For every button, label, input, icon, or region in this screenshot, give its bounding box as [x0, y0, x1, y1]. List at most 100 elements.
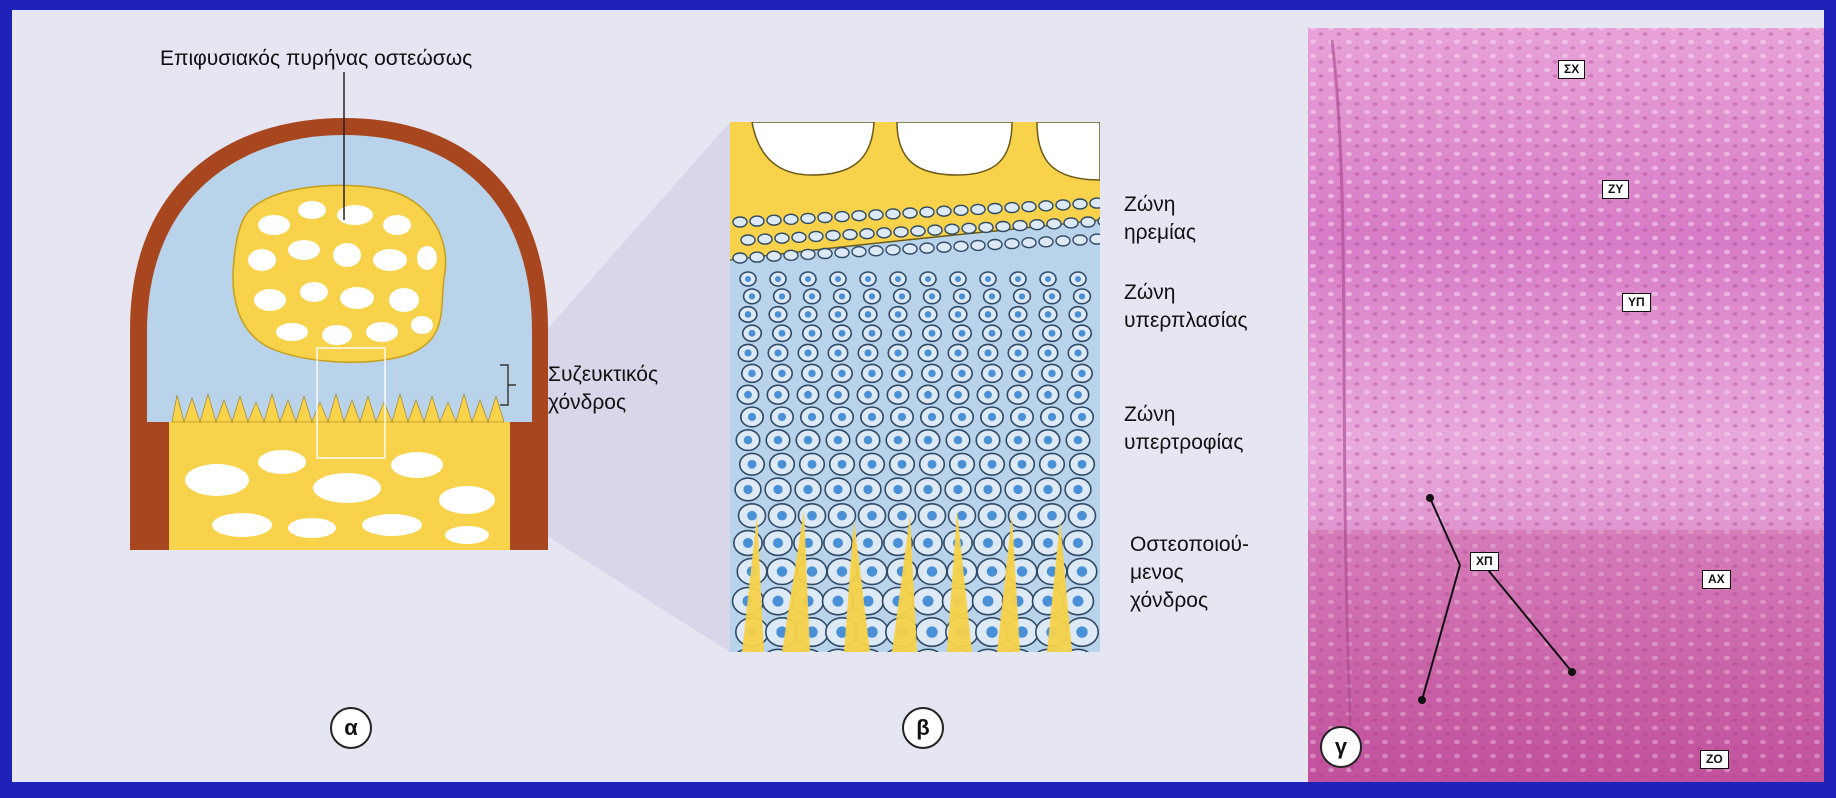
chondrocyte-nucleus [1074, 391, 1082, 399]
panel-letter-a: α [330, 707, 372, 749]
chondrocyte-nucleus [959, 330, 966, 337]
resting-chondrocyte [903, 208, 917, 218]
chondrocyte-nucleus [1018, 413, 1026, 421]
chondrocyte-nucleus [958, 370, 965, 377]
resting-chondrocyte [1064, 218, 1078, 228]
resting-chondrocyte [911, 226, 925, 236]
chondrocyte-nucleus [748, 460, 757, 469]
resting-chondrocyte [945, 224, 959, 234]
chondrocyte-nucleus [834, 391, 842, 399]
chondrocyte-nucleus [779, 293, 785, 299]
histo-tag-xp: ΧΠ [1470, 552, 1499, 571]
chondrocyte-nucleus [862, 658, 874, 670]
resting-chondrocyte [801, 213, 815, 223]
chondrocyte-nucleus [987, 511, 997, 521]
chondrocyte-nucleus [983, 485, 992, 494]
chondrocyte-nucleus [957, 511, 967, 521]
chondrocyte-nucleus [1017, 511, 1027, 521]
chondrocyte-nucleus [808, 460, 817, 469]
chondrocyte-nucleus [807, 566, 818, 577]
chondrocyte-nucleus [984, 349, 991, 356]
chondrocyte-nucleus [953, 485, 962, 494]
chondrocyte-nucleus [808, 413, 816, 421]
chondrocyte-nucleus [865, 311, 872, 318]
chondrocyte-nucleus [867, 511, 877, 521]
chondrocyte-nucleus [988, 460, 997, 469]
resting-chondrocyte [1098, 216, 1112, 226]
resting-chondrocyte [886, 209, 900, 219]
chondrocyte-nucleus [832, 658, 844, 670]
chondrocyte-nucleus [1042, 658, 1054, 670]
chondrocyte-nucleus [928, 370, 935, 377]
chondrocyte-nucleus [1077, 511, 1087, 521]
chondrocyte-nucleus [809, 330, 816, 337]
chondrocyte-nucleus [745, 311, 752, 318]
chondrocyte-nucleus [807, 511, 817, 521]
chondrocyte-nucleus [774, 391, 782, 399]
chondrocyte-nucleus [924, 391, 932, 399]
chondrocyte-nucleus [863, 538, 873, 548]
chondrocyte-nucleus [803, 485, 812, 494]
chondrocyte-nucleus [1043, 485, 1052, 494]
chondrocyte-nucleus [833, 596, 844, 607]
growth-plate-diagram [730, 122, 1112, 679]
chondrocyte-nucleus [743, 485, 752, 494]
resting-chondrocyte [741, 235, 755, 245]
chondrocyte-nucleus [1047, 511, 1057, 521]
chondrocyte-nucleus [744, 349, 751, 356]
chondrocyte-nucleus [864, 436, 872, 444]
resting-chondrocyte [869, 210, 883, 220]
chondrocyte-nucleus [833, 538, 843, 548]
chondrocyte-nucleus [897, 511, 907, 521]
chondrocyte-nucleus [988, 370, 995, 377]
chondrocyte-nucleus [925, 276, 931, 282]
chondrocyte-nucleus [743, 538, 753, 548]
resting-chondrocyte [886, 245, 900, 255]
chondrocyte-nucleus [989, 293, 995, 299]
resting-chondrocyte [767, 251, 781, 261]
zone-proliferative-line1: Ζώνη [1124, 278, 1175, 307]
chondrocyte [941, 649, 975, 679]
resting-chondrocyte [809, 231, 823, 241]
figure-frame: Επιφυσιακός πυρήνας οστεώσως Συζευκτικός… [12, 10, 1824, 782]
chondrocyte-nucleus [983, 596, 994, 607]
growth-plate-label-1: Συζευκτικός [548, 360, 658, 389]
chondrocyte-nucleus [773, 538, 783, 548]
chondrocyte-nucleus [834, 349, 841, 356]
chondrocyte-nucleus [1076, 626, 1087, 637]
resting-chondrocyte [1090, 234, 1104, 244]
chondrocyte-nucleus [926, 626, 937, 637]
chondrocyte-nucleus [987, 566, 998, 577]
chondrocyte-nucleus [1015, 311, 1022, 318]
chondrocyte-nucleus [837, 566, 848, 577]
chondrocyte-nucleus [867, 566, 878, 577]
chondrocyte-nucleus [894, 349, 901, 356]
panel-letter-c: γ [1320, 726, 1362, 768]
chondrocyte-nucleus [985, 311, 992, 318]
resting-chondrocyte [937, 206, 951, 216]
chondrocyte-nucleus [955, 276, 961, 282]
chondrocyte-nucleus [778, 460, 787, 469]
zone-ossifying-line2: μενος [1130, 558, 1184, 587]
chondrocyte [851, 649, 885, 679]
chondrocyte-nucleus [1012, 658, 1024, 670]
chondrocyte-nucleus [868, 370, 875, 377]
chondrocyte-nucleus [894, 436, 902, 444]
resting-chondrocyte [826, 231, 840, 241]
chondrocyte-nucleus [893, 538, 903, 548]
resting-chondrocyte [1013, 221, 1027, 231]
histo-tag-zo: ΖΟ [1700, 750, 1729, 769]
chondrocyte-nucleus [895, 276, 901, 282]
chondrocyte-nucleus [1017, 566, 1028, 577]
resting-chondrocyte [818, 249, 832, 259]
chondrocyte [881, 649, 915, 679]
chondrocyte-nucleus [778, 413, 786, 421]
histology-photo [1308, 28, 1824, 782]
chondrocyte-nucleus [864, 391, 872, 399]
chondrocyte-nucleus [1044, 349, 1051, 356]
chondrocyte-nucleus [983, 538, 993, 548]
chondrocyte-nucleus [779, 330, 786, 337]
figure-drawing [12, 10, 1824, 782]
resting-chondrocyte [1056, 200, 1070, 210]
chondrocyte-nucleus [952, 658, 964, 670]
